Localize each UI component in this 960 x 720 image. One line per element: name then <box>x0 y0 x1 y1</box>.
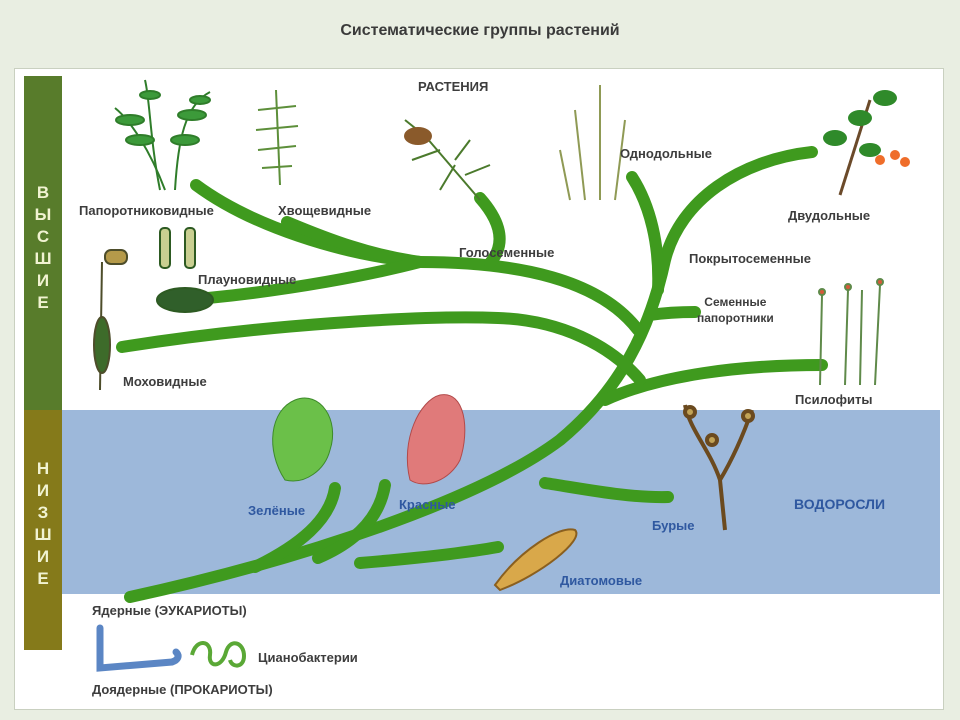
label-red-algae: Красные <box>399 497 456 512</box>
moss-icon <box>93 249 128 391</box>
monocots-branch <box>626 171 665 296</box>
label-plants: РАСТЕНИЯ <box>418 79 489 94</box>
label-green-algae: Зелёные <box>248 503 306 518</box>
lower-plants-bar: Н И З Ш И Е <box>24 410 62 650</box>
diagram-frame <box>14 68 944 710</box>
label-lycopods: Плауновидные <box>198 272 297 287</box>
green-algae-icon <box>272 397 334 482</box>
diatoms-branch <box>354 541 504 569</box>
label-seed-ferns-line2: папоротники <box>697 311 774 325</box>
psilophyte-icon <box>818 278 884 386</box>
dicot-icon <box>823 90 910 196</box>
label-psilophytes: Псилофиты <box>795 392 873 407</box>
higher-letter: В <box>36 183 50 202</box>
pine-branch <box>474 192 506 269</box>
higher-letter: Е <box>37 293 49 312</box>
lower-letter: З <box>37 503 49 522</box>
red-algae-branch <box>312 479 391 564</box>
seed-ferns-branch <box>644 306 701 321</box>
lower-letter: И <box>36 481 50 500</box>
label-monocots: Однодольные <box>620 146 712 161</box>
label-horsetails: Хвощевидные <box>278 203 372 218</box>
horsetails-branch <box>281 216 426 268</box>
lower-letter: Е <box>37 569 49 588</box>
cyanobacteria-icon <box>190 641 247 668</box>
lower-letter: Н <box>36 459 50 478</box>
lower-letter: И <box>36 547 50 566</box>
psilophytes-branch <box>599 359 828 406</box>
lycopod-icon <box>156 227 214 313</box>
red-algae-icon <box>406 394 466 485</box>
label-diatoms: Диатомовые <box>560 573 643 588</box>
label-seed-ferns-line1: Семенные <box>704 295 767 309</box>
pine-icon <box>404 119 491 201</box>
higher-letter: И <box>36 271 50 290</box>
higher-letter: С <box>36 227 50 246</box>
gymnosperms-branch <box>414 256 644 336</box>
lycopods-branch <box>202 256 426 304</box>
brown-algae-icon <box>683 404 755 531</box>
higher-letter: Ш <box>34 249 52 268</box>
label-gymnosperms: Голосеменные <box>459 245 555 260</box>
label-eukaryotes: Ядерные (ЭУКАРИОТЫ) <box>92 603 247 618</box>
label-cyanobacteria: Цианобактерии <box>258 650 358 665</box>
prokaryote-line <box>96 624 182 672</box>
label-algae: ВОДОРОСЛИ <box>794 496 886 512</box>
label-dicots: Двудольные <box>788 208 871 223</box>
diagram-title: Систематические группы растений <box>340 22 620 39</box>
mosses-branch <box>116 311 646 386</box>
horsetail-icon <box>255 89 299 186</box>
lower-letter: Ш <box>34 525 52 544</box>
monocot-icon <box>559 85 626 201</box>
label-brown-algae: Бурые <box>652 518 695 533</box>
green-algae-branch <box>249 482 341 573</box>
label-seed-ferns: Семенные папоротники <box>697 294 774 326</box>
water-zone <box>62 410 940 594</box>
fern-icon <box>114 79 211 191</box>
label-mosses: Моховидные <box>123 374 207 389</box>
label-ferns: Папоротниковидные <box>79 203 214 218</box>
label-angiosperms: Покрытосеменные <box>689 251 811 266</box>
higher-letter: Ы <box>34 205 52 224</box>
diatom-icon <box>493 528 578 592</box>
higher-plants-bar: В Ы С Ш И Е <box>24 76 62 410</box>
brown-algae-branch <box>539 477 674 504</box>
label-prokaryotes: Доядерные (ПРОКАРИОТЫ) <box>92 682 273 697</box>
